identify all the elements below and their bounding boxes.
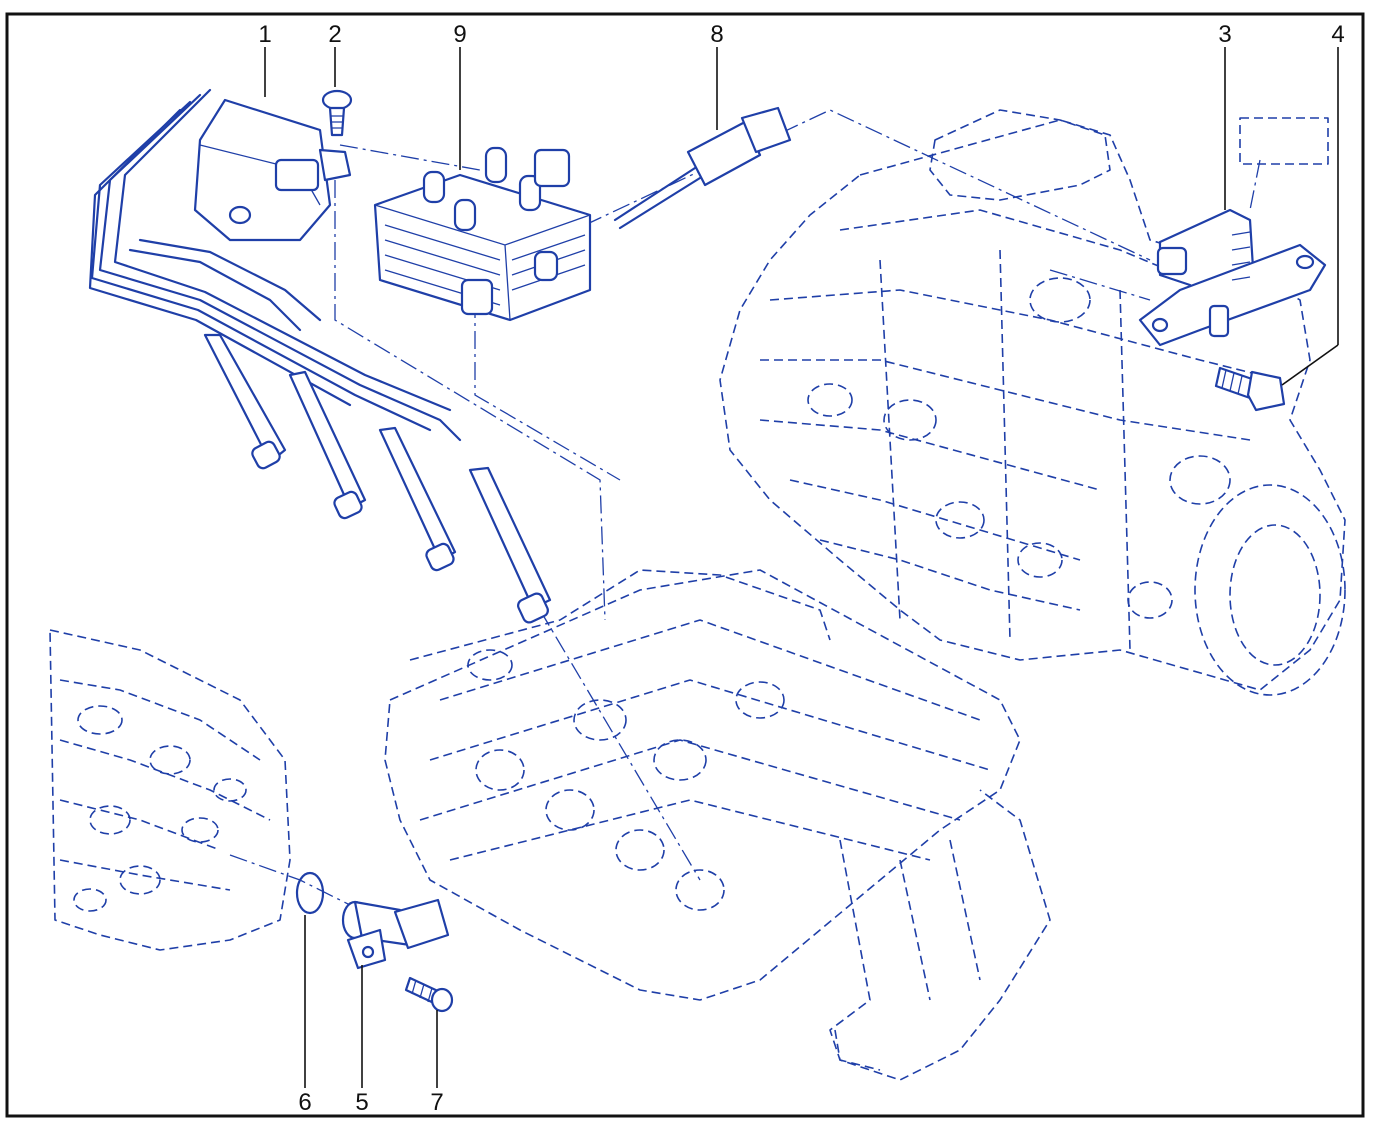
- crankshaft-sensor: [1138, 208, 1327, 347]
- callout-labels: 1 2 9 8 3 4 6 5 7: [258, 21, 1344, 1116]
- alignment-lines: [229, 109, 1261, 906]
- callout-1: 1: [258, 21, 271, 48]
- o-ring: [295, 871, 325, 915]
- diagram-frame: [5, 12, 1365, 1118]
- camshaft-sensor-bolt: [404, 976, 454, 1013]
- callout-3: 3: [1218, 21, 1231, 48]
- ignition-lead-harness: [88, 88, 552, 624]
- callout-5: 5: [355, 1089, 368, 1116]
- engine-head-outline: [384, 569, 1051, 1081]
- callout-leaders: [264, 47, 1339, 1088]
- callout-6: 6: [298, 1089, 311, 1116]
- ignition-coil-pack: [373, 146, 592, 322]
- callout-7: 7: [430, 1089, 443, 1116]
- engine-block-outline: [49, 629, 291, 951]
- callout-8: 8: [710, 21, 723, 48]
- gearbox-housing-outline: [719, 109, 1346, 696]
- sensor-connector: [613, 106, 792, 230]
- sensor-bolt: [1214, 366, 1286, 412]
- coil-screw: [321, 89, 353, 137]
- camshaft-sensor: [341, 898, 450, 970]
- callout-2: 2: [328, 21, 341, 48]
- callout-4: 4: [1331, 21, 1344, 48]
- callout-9: 9: [453, 21, 466, 48]
